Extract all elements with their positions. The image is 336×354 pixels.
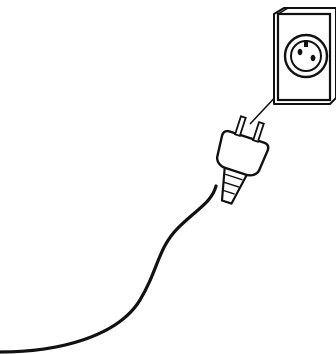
power-cable-icon (0, 184, 218, 354)
wall-socket-icon (273, 7, 336, 105)
plug-icon (216, 115, 270, 205)
